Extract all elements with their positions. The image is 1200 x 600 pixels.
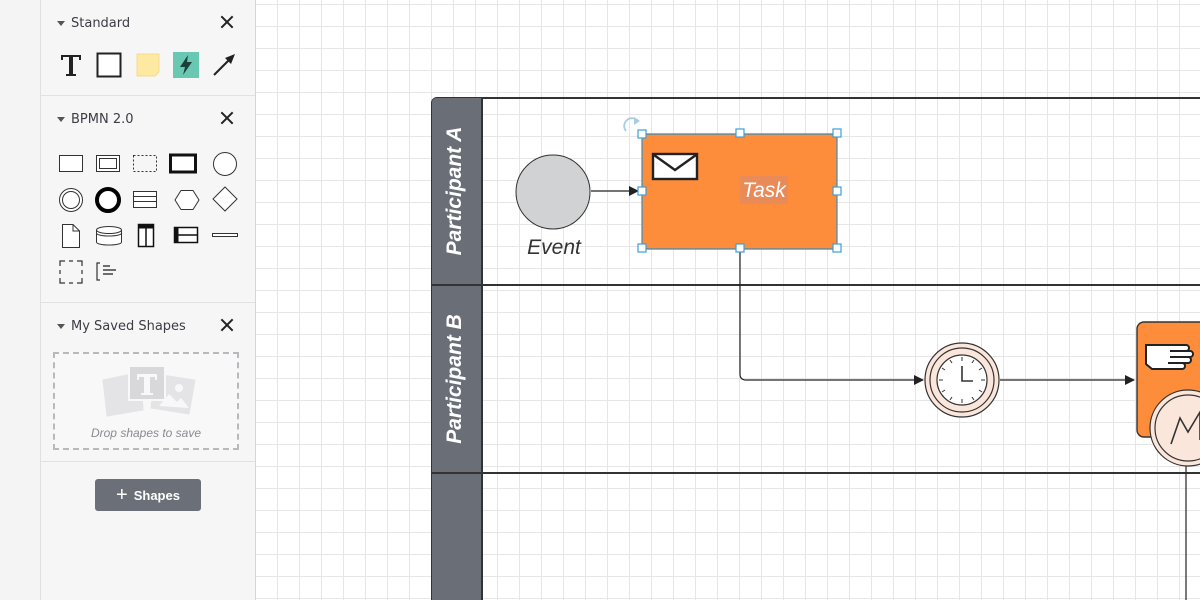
lane-participant-a[interactable]: Participant A (443, 127, 466, 256)
saved-shapes-section: My Saved Shapes (41, 303, 255, 462)
task-shape[interactable] (641, 133, 838, 250)
left-toolbar-strip (0, 0, 41, 600)
data-store-icon[interactable] (94, 222, 124, 250)
intermediate-event-icon[interactable] (57, 187, 85, 213)
shapes-button-label: Shapes (133, 487, 180, 503)
horizontal-lane-icon[interactable] (172, 224, 200, 246)
arrow-line-icon[interactable] (211, 52, 237, 78)
close-section-icon[interactable] (219, 14, 235, 30)
action-shape-icon[interactable] (173, 52, 199, 78)
saved-shapes-header[interactable]: My Saved Shapes (57, 317, 186, 335)
event-label: Event (527, 236, 582, 259)
shape-library-panel: Standard BPMN 2.0 (41, 0, 256, 600)
saved-shapes-drop-zone[interactable]: Drop shapes to save (53, 352, 239, 450)
standard-section-header[interactable]: Standard (57, 14, 130, 32)
collapse-caret-icon[interactable] (57, 20, 65, 26)
plus-icon: + (116, 484, 128, 506)
start-event[interactable] (515, 154, 591, 230)
conversation-shape-icon[interactable] (173, 187, 201, 213)
pool-shape-icon[interactable] (131, 187, 159, 213)
drop-shapes-icon (102, 365, 196, 417)
lane-label-a: Participant A (443, 127, 466, 256)
bpmn-section-header[interactable]: BPMN 2.0 (57, 110, 134, 128)
end-event-icon[interactable] (94, 187, 122, 213)
lane-label-b: Participant B (443, 314, 466, 444)
expanded-group-icon[interactable] (57, 258, 85, 284)
line-shape-icon[interactable] (211, 224, 239, 246)
start-event-icon[interactable] (211, 151, 239, 177)
bpmn-pool[interactable] (431, 97, 1200, 600)
standard-section: Standard (41, 0, 255, 96)
manual-task-shape[interactable] (1136, 321, 1200, 467)
rotate-handle-icon[interactable] (623, 117, 640, 132)
collapse-caret-icon[interactable] (57, 116, 65, 122)
section-title: Standard (71, 15, 131, 31)
task-shape-icon[interactable] (57, 152, 85, 176)
vertical-lane-icon[interactable] (136, 222, 156, 250)
label-highlight (740, 176, 788, 204)
close-section-icon[interactable] (219, 110, 235, 126)
hand-icon (1145, 344, 1194, 370)
envelope-icon (651, 152, 699, 181)
bpmn-section: BPMN 2.0 (41, 96, 255, 303)
sticky-note-icon[interactable] (135, 52, 161, 78)
annotation-shape-icon[interactable] (94, 258, 122, 284)
task-label[interactable]: Task (742, 179, 787, 202)
close-section-icon[interactable] (219, 317, 235, 333)
timer-event[interactable] (924, 342, 1000, 418)
collapse-caret-icon[interactable] (57, 323, 65, 329)
selection-handles[interactable] (637, 128, 842, 253)
sequence-flow-arrow[interactable] (739, 249, 924, 385)
add-shapes-button[interactable]: + Shapes (95, 479, 201, 511)
gateway-shape-icon[interactable] (211, 185, 239, 213)
data-object-icon[interactable] (59, 222, 83, 250)
subprocess-shape-icon[interactable] (94, 152, 122, 176)
section-title: My Saved Shapes (71, 318, 186, 334)
call-activity-icon[interactable] (168, 152, 198, 176)
rectangle-tool-icon[interactable] (96, 52, 122, 78)
diagram-canvas[interactable]: Participant A Participant B Event Task (256, 0, 1200, 600)
lane-participant-b[interactable]: Participant B (443, 314, 466, 444)
section-title: BPMN 2.0 (71, 111, 134, 127)
group-shape-icon[interactable] (131, 152, 159, 176)
text-tool-icon[interactable] (58, 52, 84, 78)
drop-hint-text: Drop shapes to save (90, 426, 202, 440)
